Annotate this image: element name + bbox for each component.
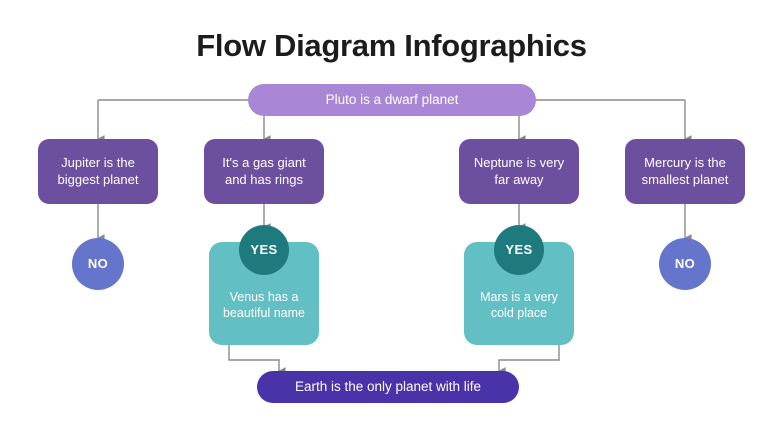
wire-result-1-to-conclusion (498, 345, 560, 375)
no-badge-label: NO (674, 255, 696, 271)
conclusion-node[interactable]: Earth is the only planet with life (257, 371, 519, 403)
yes-badge-label: YES (505, 241, 533, 257)
branch-node-label: Neptune is very far away (473, 155, 565, 187)
root-node[interactable]: Pluto is a dwarf planet (248, 84, 536, 116)
yes-badge-left[interactable]: YES (239, 225, 289, 275)
branch-node-label: It's a gas giant and has rings (222, 155, 306, 187)
no-badge-right[interactable]: NO (659, 238, 711, 290)
branch-node-label: Jupiter is the biggest planet (57, 155, 139, 187)
branch-node-mercury[interactable]: Mercury is the smallest planet (625, 139, 745, 204)
page-title: Flow Diagram Infographics (196, 28, 587, 63)
branch-node-neptune[interactable]: Neptune is very far away (459, 139, 579, 204)
result-group-mars: Mars is a very cold place YES (464, 225, 574, 345)
branch-node-gas-giant[interactable]: It's a gas giant and has rings (204, 139, 324, 204)
result-node-label: Mars is a very cold place (480, 290, 558, 320)
result-group-venus: Venus has a beautiful name YES (209, 225, 319, 345)
no-badge-left[interactable]: NO (72, 238, 124, 290)
no-badge-label: NO (87, 255, 109, 271)
conclusion-node-label: Earth is the only planet with life (294, 378, 482, 394)
yes-badge-right[interactable]: YES (494, 225, 544, 275)
branch-node-jupiter[interactable]: Jupiter is the biggest planet (38, 139, 158, 204)
root-node-label: Pluto is a dwarf planet (325, 91, 459, 107)
branch-node-label: Mercury is the smallest planet (641, 155, 729, 187)
yes-badge-label: YES (250, 241, 278, 257)
wire-result-0-to-conclusion (228, 345, 286, 375)
result-node-label: Venus has a beautiful name (222, 290, 305, 320)
